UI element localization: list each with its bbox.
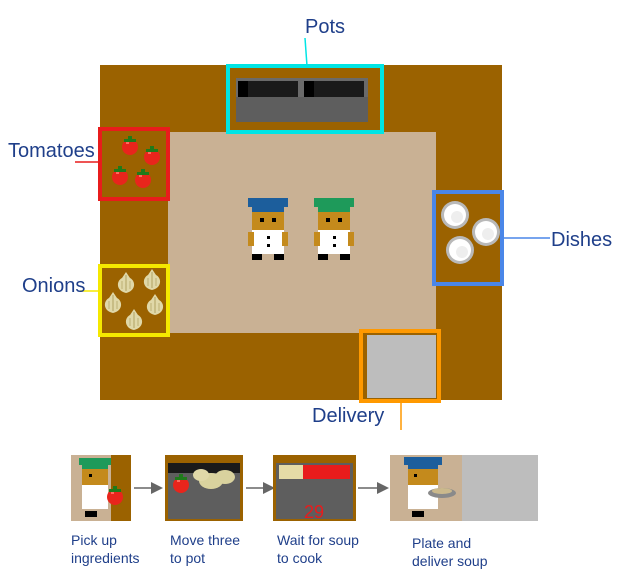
delivery-highlight-box — [359, 329, 441, 403]
delivery-label: Delivery — [312, 405, 385, 427]
pots-label: Pots — [305, 16, 346, 38]
pots-station[interactable] — [236, 78, 368, 122]
chef-green-hat — [314, 198, 354, 260]
step-1-panel — [71, 455, 131, 521]
tomatoes-highlight-box — [98, 127, 170, 201]
dishes-label: Dishes — [551, 229, 613, 251]
tomatoes-label: Tomatoes — [8, 140, 95, 162]
onions-label: Onions — [22, 275, 86, 297]
step-1-caption: Pick up ingredients — [71, 532, 140, 566]
step-2-panel — [165, 455, 243, 521]
step-3-panel — [273, 455, 356, 521]
onions-highlight-box — [98, 264, 170, 337]
step-3-caption: Wait for soup to cook — [277, 532, 359, 566]
counter-bottom — [100, 333, 502, 400]
cook-timer: 29 — [304, 502, 324, 522]
step-4-panel — [390, 455, 538, 521]
kitchen-floor — [168, 132, 436, 333]
step-2-caption: Move three to pot — [170, 532, 241, 566]
step-strip: 29 — [71, 455, 538, 522]
pots-highlight-box — [226, 64, 384, 134]
chef-blue-hat — [248, 198, 288, 260]
step-4-caption: Plate and deliver soup — [412, 535, 488, 569]
delivery-window[interactable] — [367, 335, 436, 398]
kitchen-scene — [75, 37, 550, 430]
